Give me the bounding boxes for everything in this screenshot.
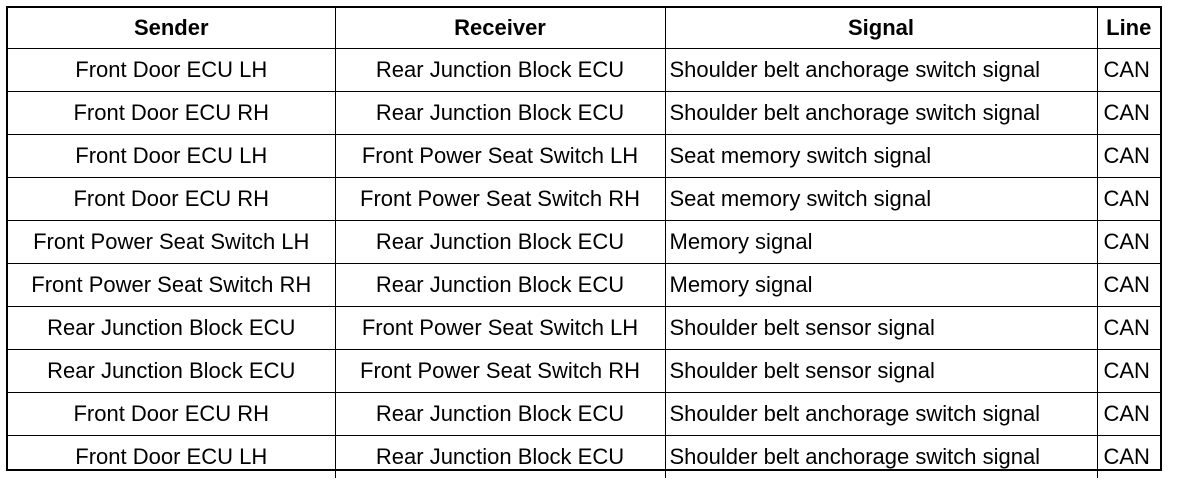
cell-signal: Shoulder belt anchorage switch signal: [664, 392, 1098, 436]
header-receiver: Receiver: [334, 8, 666, 49]
cell-line: CAN: [1096, 48, 1160, 92]
cell-signal: Shoulder belt anchorage switch signal: [664, 91, 1098, 135]
cell-receiver: Rear Junction Block ECU: [334, 91, 666, 135]
cell-sender: Front Door ECU RH: [8, 177, 336, 221]
cell-sender: Front Door ECU LH: [8, 134, 336, 178]
cell-receiver: Rear Junction Block ECU: [334, 392, 666, 436]
communication-table-frame: Sender Receiver Signal Line Front Door E…: [6, 6, 1162, 478]
cell-sender: Front Door ECU LH: [8, 48, 336, 92]
cell-sender: Rear Junction Block ECU: [8, 306, 336, 350]
cell-line: CAN: [1096, 349, 1160, 393]
cell-sender: Front Door ECU RH: [8, 392, 336, 436]
cell-line: CAN: [1096, 263, 1160, 307]
cell-receiver: Rear Junction Block ECU: [334, 435, 666, 478]
cell-receiver: Rear Junction Block ECU: [334, 48, 666, 92]
cell-signal: Shoulder belt sensor signal: [664, 349, 1098, 393]
header-row: Sender Receiver Signal Line: [8, 8, 1160, 49]
cell-line: CAN: [1096, 392, 1160, 436]
cell-signal: Shoulder belt anchorage switch signal: [664, 48, 1098, 92]
cell-sender: Front Door ECU LH: [8, 435, 336, 478]
cell-signal: Memory signal: [664, 263, 1098, 307]
communication-table: Sender Receiver Signal Line Front Door E…: [8, 8, 1160, 478]
cell-signal: Shoulder belt anchorage switch signal: [664, 435, 1098, 478]
header-line: Line: [1096, 8, 1160, 49]
cell-signal: Seat memory switch signal: [664, 177, 1098, 221]
cell-receiver: Front Power Seat Switch RH: [334, 349, 666, 393]
cell-line: CAN: [1096, 306, 1160, 350]
cell-sender: Front Door ECU RH: [8, 91, 336, 135]
cell-line: CAN: [1096, 177, 1160, 221]
cell-signal: Shoulder belt sensor signal: [664, 306, 1098, 350]
cell-sender: Front Power Seat Switch LH: [8, 220, 336, 264]
cell-signal: Memory signal: [664, 220, 1098, 264]
cell-receiver: Front Power Seat Switch LH: [334, 306, 666, 350]
cell-line: CAN: [1096, 134, 1160, 178]
cell-receiver: Rear Junction Block ECU: [334, 220, 666, 264]
header-signal: Signal: [664, 8, 1098, 49]
cell-receiver: Rear Junction Block ECU: [334, 263, 666, 307]
cell-receiver: Front Power Seat Switch RH: [334, 177, 666, 221]
cell-line: CAN: [1096, 220, 1160, 264]
cell-signal: Seat memory switch signal: [664, 134, 1098, 178]
cell-line: CAN: [1096, 91, 1160, 135]
cell-sender: Rear Junction Block ECU: [8, 349, 336, 393]
cell-line: CAN: [1096, 435, 1160, 478]
cell-receiver: Front Power Seat Switch LH: [334, 134, 666, 178]
header-sender: Sender: [8, 8, 336, 49]
cell-sender: Front Power Seat Switch RH: [8, 263, 336, 307]
